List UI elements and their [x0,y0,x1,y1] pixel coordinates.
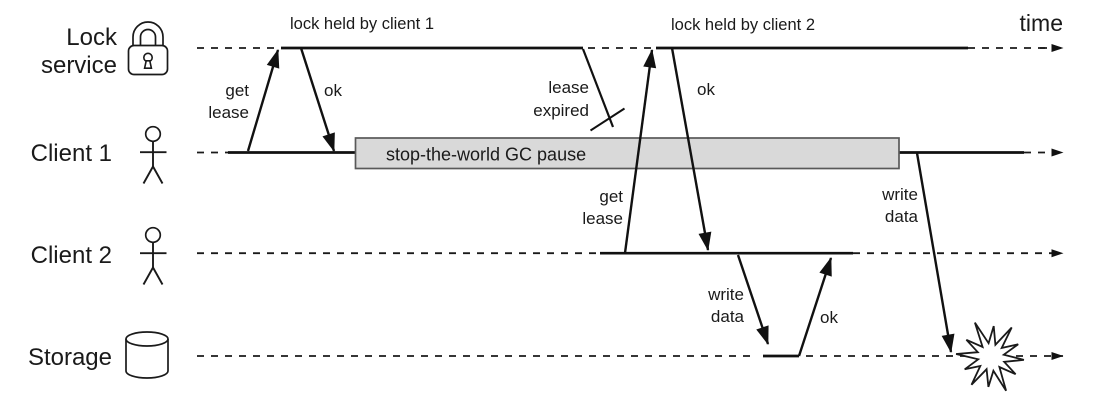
svg-text:data: data [885,207,919,226]
write-data-client2-label: write data [707,285,744,326]
lane-label-lock-service-line1: Lock [66,24,118,51]
svg-text:data: data [711,307,745,326]
ok-3-arrow [797,257,833,357]
svg-text:lease: lease [548,78,589,97]
gc-pause-label: stop-the-world GC pause [386,145,586,165]
svg-text:lease: lease [582,209,623,228]
write-data-client1-arrow [915,152,955,353]
svg-text:expired: expired [533,101,589,120]
lock-held-by-client1-label: lock held by client 1 [290,15,434,33]
svg-text:write: write [881,185,918,204]
ok-1-arrow [299,47,336,152]
ok-2-label: ok [697,80,715,99]
explosion-starburst-icon [955,322,1025,392]
lane-label-client-1: Client 1 [31,140,112,167]
get-lease-2-label: get lease [582,187,623,228]
get-lease-1-label: get lease [208,81,249,122]
lease-expired-line [581,48,615,128]
gc-pause-box [354,137,900,170]
ok-2-arrow [670,47,712,251]
write-data-client1-label: write data [881,185,918,226]
ok-1-label: ok [324,81,342,100]
lease-expired-label: lease expired [533,78,589,120]
ok-3-label: ok [820,308,838,327]
padlock-icon [127,21,169,76]
svg-text:get: get [599,187,623,206]
svg-text:lease: lease [208,103,249,122]
time-axis-label: time [1020,10,1063,36]
lane-label-storage: Storage [28,344,112,371]
lane-label-client-2: Client 2 [31,242,112,269]
svg-text:write: write [707,285,744,304]
person-icon [140,226,167,285]
person-icon [140,125,167,184]
svg-text:get: get [225,81,249,100]
lane-label-lock-service-line2: service [41,52,117,79]
write-data-client2-arrow [736,254,770,345]
get-lease-1-arrow [246,49,280,152]
database-cylinder-icon [125,331,169,379]
lease-expired-cross-icon [589,107,626,132]
lock-held-by-client2-label: lock held by client 2 [671,16,815,34]
get-lease-2-arrow [623,49,657,254]
